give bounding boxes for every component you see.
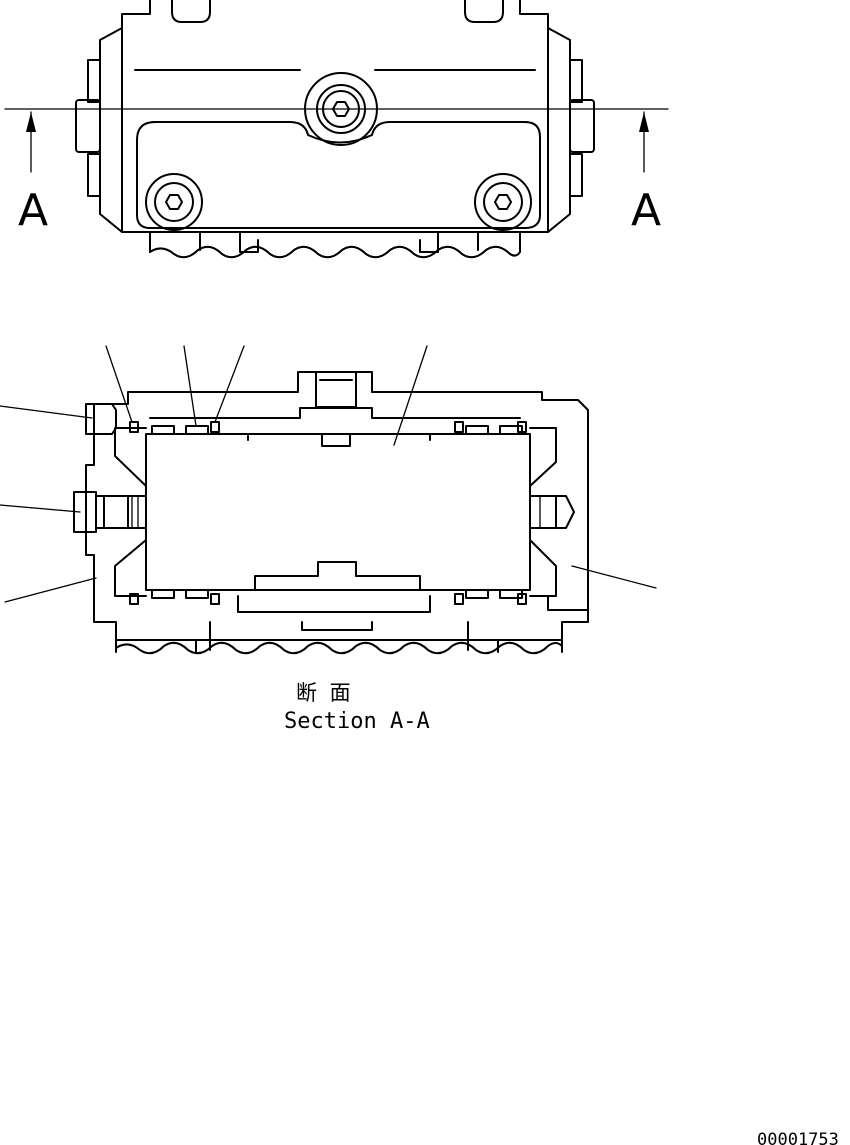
section-view-spool	[145, 433, 531, 591]
seal-groove	[210, 421, 220, 433]
section-caption-japanese: 断 面	[296, 681, 351, 705]
seal-groove	[465, 589, 489, 599]
top-view-left-bolt-hex	[165, 194, 183, 210]
seal-groove	[185, 589, 209, 599]
seal-groove	[517, 421, 527, 433]
seal-groove	[517, 593, 527, 605]
top-view-right-bolt-head	[483, 182, 523, 222]
section-view-small-plug	[85, 403, 117, 435]
seal-groove	[185, 425, 209, 435]
leader-line	[4, 577, 97, 603]
leader-line	[0, 405, 93, 419]
section-view-top-shoulder	[149, 407, 521, 419]
top-view-body-outline	[99, 0, 571, 233]
section-view-leader-lines	[0, 345, 657, 603]
top-view-left-plug	[75, 99, 101, 153]
leader-line	[183, 345, 197, 427]
section-mark-left: A	[18, 185, 48, 236]
section-view-bottom-seals	[129, 589, 527, 605]
top-view-top-boss-left	[171, 0, 211, 23]
section-view-top-boss	[315, 371, 357, 408]
leader-line	[571, 565, 657, 589]
section-arrow-right-head	[639, 112, 649, 132]
top-view-right-bolt-hex	[494, 194, 512, 210]
section-view-top-seals	[129, 421, 527, 435]
section-arrow-left-head	[26, 112, 36, 132]
top-view-right-bolt-outer	[474, 173, 532, 231]
top-view: A A	[4, 0, 669, 259]
top-view-break-line	[149, 245, 521, 259]
leader-line	[0, 504, 81, 513]
seal-groove	[129, 593, 139, 605]
section-view	[0, 345, 657, 655]
leader-line	[393, 345, 428, 446]
top-view-left-bolt-outer	[145, 173, 203, 231]
drawing-number: 00001753	[757, 1130, 839, 1145]
seal-groove	[454, 593, 464, 605]
section-view-spool-bottom-step	[254, 561, 421, 591]
section-view-right-body	[529, 427, 557, 597]
top-view-recess-panel	[136, 121, 541, 229]
section-view-right-plug	[529, 495, 575, 529]
seal-groove	[499, 425, 523, 435]
section-view-break-line	[115, 641, 563, 655]
seal-groove	[151, 425, 175, 435]
section-view-left-body	[114, 427, 147, 597]
top-view-left-bolt-head	[154, 182, 194, 222]
section-caption-english: Section A-A	[284, 709, 430, 734]
top-view-right-fitting-upper	[569, 59, 583, 103]
top-view-bottom-skirt	[149, 231, 521, 253]
top-view-left-fitting-lower	[87, 153, 101, 197]
section-view-housing-outline	[85, 371, 589, 641]
section-view-bottom-land	[237, 589, 431, 613]
seal-groove	[465, 425, 489, 435]
top-view-right-plug	[569, 99, 595, 153]
leader-line	[105, 345, 133, 423]
top-view-top-boss-right	[464, 0, 504, 23]
section-view-right-outer-step	[547, 595, 589, 611]
section-mark-right: A	[631, 185, 661, 236]
seal-groove	[151, 589, 175, 599]
seal-groove	[454, 421, 464, 433]
top-view-left-fitting-upper	[87, 59, 101, 103]
seal-groove	[210, 593, 220, 605]
seal-groove	[129, 421, 139, 433]
leader-line	[214, 345, 245, 423]
section-view-bottom-skirt	[115, 621, 563, 653]
section-view-left-plug	[73, 491, 147, 533]
top-view-right-fitting-lower	[569, 153, 583, 197]
section-view-spool-top-notch	[247, 433, 431, 447]
